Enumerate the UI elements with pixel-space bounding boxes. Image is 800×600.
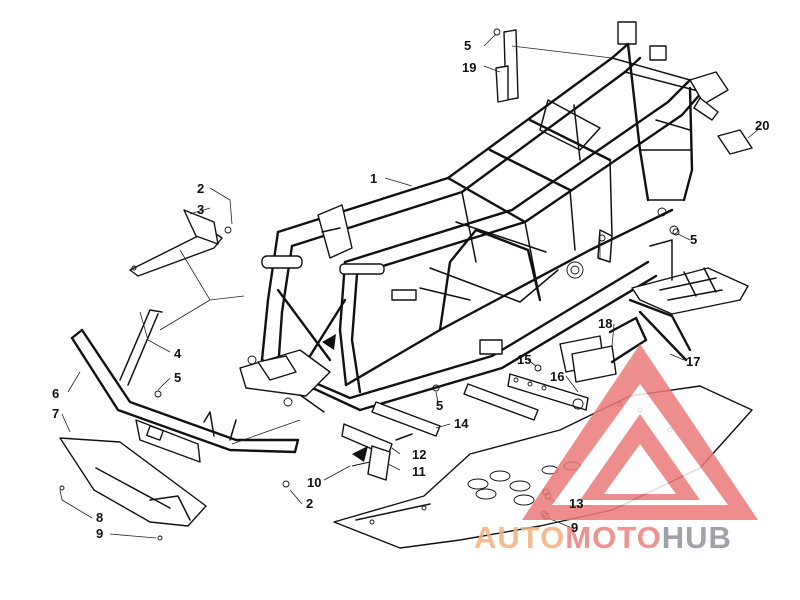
front-skid-plate-7 <box>59 437 207 541</box>
rear-bracket-19 <box>493 28 519 103</box>
watermark-word-auto: AUTO <box>474 520 565 555</box>
callout-4: 4 <box>174 346 182 361</box>
callout-6: 6 <box>52 386 59 401</box>
callout-5-top: 5 <box>464 38 471 53</box>
callout-2: 2 <box>197 181 204 196</box>
front-bumper-6 <box>70 309 300 463</box>
main-frame <box>239 21 729 413</box>
callout-12: 12 <box>412 447 426 462</box>
callout-9: 9 <box>96 526 103 541</box>
callout-3: 3 <box>197 202 204 217</box>
callout-17: 17 <box>686 354 700 369</box>
decal-20 <box>717 129 753 155</box>
callout-2-lower: 2 <box>306 496 313 511</box>
watermark-word-moto: MOTO <box>565 520 661 555</box>
side-brackets-15-16-18 <box>507 316 648 411</box>
callout-13: 13 <box>569 496 583 511</box>
watermark-logo: AUTOMOTOHUB <box>474 344 758 555</box>
watermark-word-hub: HUB <box>662 520 732 555</box>
footrest-17 <box>628 228 749 362</box>
callouts: 1 2 3 4 5 6 7 8 9 10 11 12 13 14 15 16 1… <box>52 38 769 541</box>
callout-11: 11 <box>412 464 426 479</box>
front-bracket-3 <box>129 209 232 277</box>
callout-20: 20 <box>755 118 769 133</box>
callout-1: 1 <box>370 171 377 186</box>
mid-bracket-12 <box>341 423 413 481</box>
callout-5: 5 <box>174 370 181 385</box>
callout-8: 8 <box>96 510 103 525</box>
leader-lines <box>59 33 761 539</box>
callout-15: 15 <box>517 352 531 367</box>
callout-18: 18 <box>598 316 612 331</box>
callout-5-center: 5 <box>436 398 443 413</box>
callout-7: 7 <box>52 406 59 421</box>
callout-14: 14 <box>454 416 469 431</box>
callout-10: 10 <box>307 475 321 490</box>
svg-text:AUTOMOTOHUB: AUTOMOTOHUB <box>474 520 732 555</box>
callout-5-right: 5 <box>690 232 697 247</box>
floor-strips-14 <box>371 383 539 437</box>
callout-9-lower: 9 <box>571 520 578 535</box>
callout-19: 19 <box>462 60 476 75</box>
callout-16: 16 <box>550 369 564 384</box>
